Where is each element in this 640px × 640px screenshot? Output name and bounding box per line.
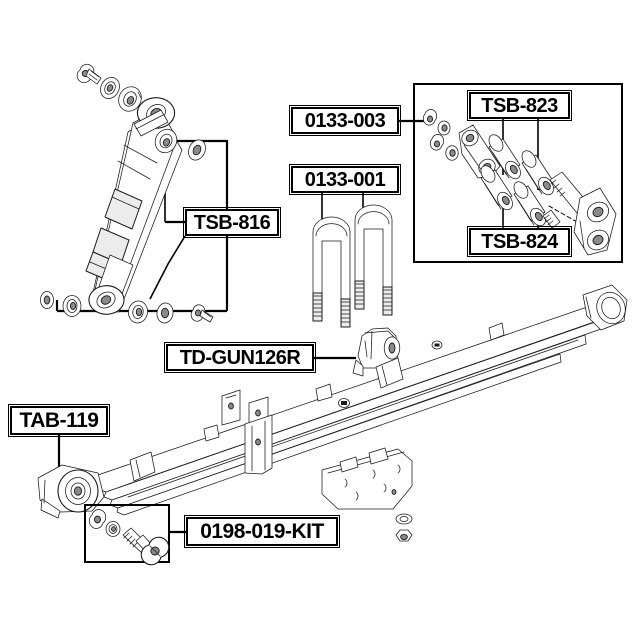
leaf-spring-rear-eye — [582, 284, 628, 331]
label-0133-003[interactable]: 0133-003 — [289, 105, 401, 136]
shackle-plate — [458, 124, 501, 179]
label-0133-001[interactable]: 0133-001 — [289, 164, 401, 195]
shock-top-hardware — [76, 64, 142, 112]
label-tab-119[interactable]: TAB-119 — [8, 404, 110, 437]
label-td-gun126r[interactable]: TD-GUN126R — [164, 342, 316, 373]
label-tsb-823[interactable]: TSB-823 — [467, 90, 572, 121]
shackle-bushing-824-a — [480, 165, 513, 211]
shackle-bushing-824-b — [513, 181, 546, 227]
bump-stop — [352, 327, 401, 377]
shackle-pin-bar — [542, 171, 617, 256]
shackle-detail-box — [413, 83, 623, 263]
leaf-spring-center-bolt — [338, 340, 443, 408]
label-0198-019-kit[interactable]: 0198-019-KIT — [184, 515, 340, 548]
label-tsb-824[interactable]: TSB-824 — [467, 226, 572, 257]
spring-seat-plate — [321, 447, 413, 510]
shock-bottom-hardware — [40, 291, 214, 324]
leaf-spring-center-clamps — [221, 389, 273, 475]
shackle-bushing-823-a — [488, 134, 521, 180]
u-bolt-left — [312, 216, 351, 328]
shock-absorber-assembly — [40, 64, 214, 324]
axle-pad-hardware — [395, 513, 413, 542]
shackle-small-hardware — [422, 109, 459, 161]
shock-mid-hardware — [154, 128, 206, 161]
u-bolt-right-threads — [354, 280, 393, 316]
leaf-spring-front-eye — [37, 464, 105, 519]
shock-absorber-body — [85, 97, 183, 315]
leaf-spring-assembly — [37, 284, 628, 519]
u-bolt-right — [354, 204, 393, 316]
leaf-spring-clips — [129, 322, 505, 482]
label-tsb-816[interactable]: TSB-816 — [183, 207, 281, 238]
u-bolt-left-threads — [312, 292, 351, 328]
spring-bolt-kit-box — [84, 504, 170, 566]
